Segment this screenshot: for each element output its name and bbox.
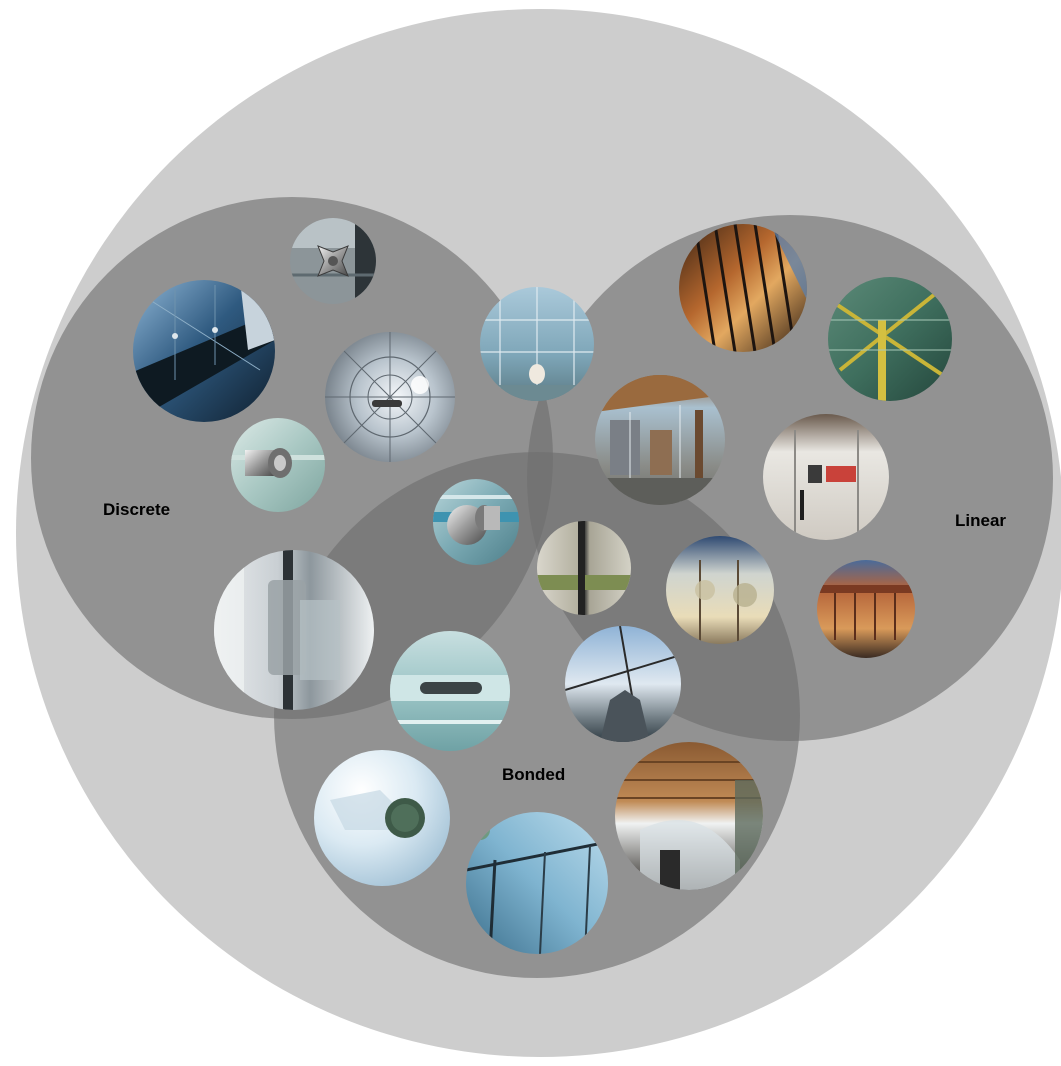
set-label-bonded: Bonded bbox=[502, 765, 565, 784]
photo-glass-corner-with-wooden-canopy bbox=[595, 375, 725, 505]
photo-glass-fin-mullion bbox=[537, 521, 631, 615]
set-label-discrete: Discrete bbox=[103, 500, 170, 519]
photo-sky-reflection-in-glazing bbox=[565, 626, 681, 742]
photo-vertical-glass-fins-wood-soffit bbox=[679, 224, 807, 352]
photo-curved-glass-under-wooden-ceiling bbox=[615, 742, 763, 890]
photo-glass-dome-with-point-fittings bbox=[325, 332, 455, 462]
photo-cross-spider-fitting bbox=[290, 218, 376, 304]
photo-yellow-steel-glass-structure bbox=[828, 277, 952, 401]
photo-glass-roof-from-below bbox=[466, 812, 608, 954]
photo-glass-cube-entrance-with-logo bbox=[480, 287, 594, 401]
photo-glass-lobby-with-bank-logo bbox=[763, 414, 889, 540]
set-label-linear: Linear bbox=[955, 511, 1006, 530]
photo-glass-door-with-clamp-hinge bbox=[214, 550, 374, 710]
photo-circles bbox=[133, 218, 952, 954]
photo-glass-storefront-with-trees bbox=[666, 536, 774, 644]
photo-recessed-round-fitting bbox=[433, 479, 519, 565]
photo-lit-glass-storefront-at-dusk bbox=[817, 560, 915, 658]
photo-bonded-disc-fitting bbox=[314, 750, 450, 886]
photo-round-bolt-fitting bbox=[231, 418, 325, 512]
photo-tilted-glass-facade bbox=[133, 280, 275, 422]
photo-slotted-bonded-fitting bbox=[390, 631, 510, 751]
